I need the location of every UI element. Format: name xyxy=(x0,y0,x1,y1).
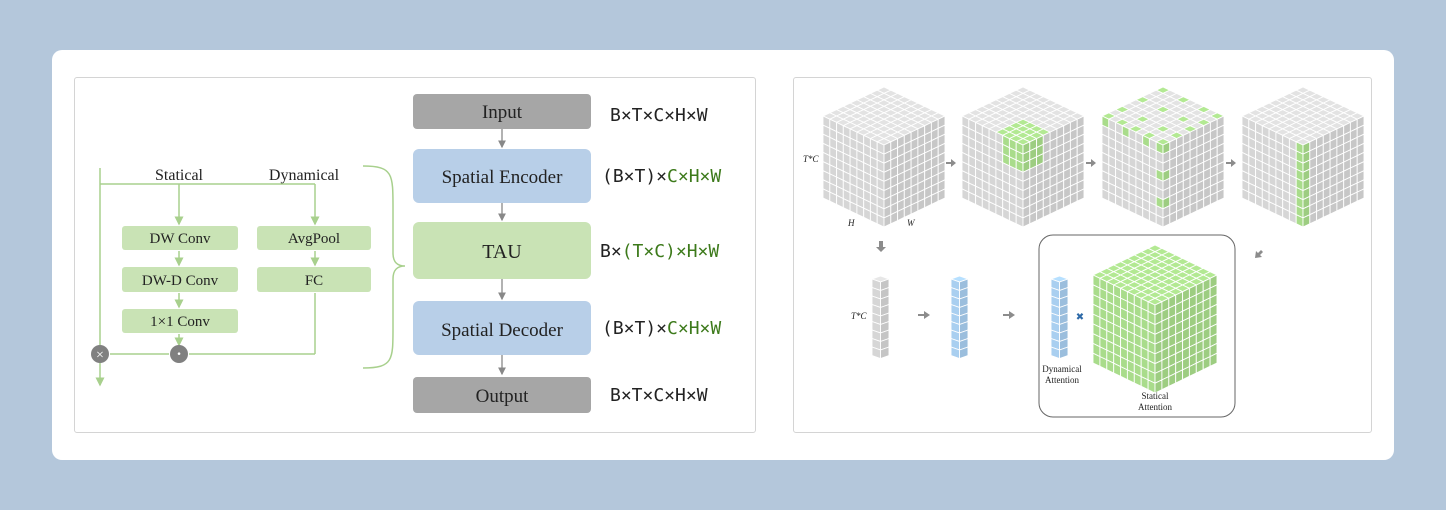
cube-arrows xyxy=(876,159,1263,319)
cube-cell xyxy=(1356,188,1365,202)
tau-label: TAU xyxy=(482,241,522,263)
decoder-shape-highlight: C×H×W xyxy=(667,318,721,339)
dynamical-attention-column xyxy=(1049,275,1070,360)
multiply-operator-symbol: × xyxy=(96,348,104,363)
pooled-column xyxy=(949,275,970,360)
multiply-operator-icon: × xyxy=(91,345,109,363)
architecture-diagram: Statical Dynamical DW Conv xyxy=(91,94,721,413)
cube-depth-label: T*C xyxy=(803,154,820,164)
output-block: Output xyxy=(413,377,591,413)
spatial-encoder-block: Spatial Encoder xyxy=(413,149,591,203)
output-shape: B×T×C×H×W xyxy=(610,385,708,406)
pointwise-cube xyxy=(1240,86,1366,228)
encoder-shape-highlight: C×H×W xyxy=(667,166,721,187)
figure-card: Statical Dynamical DW Conv xyxy=(52,50,1394,460)
cube-cell xyxy=(1209,352,1218,368)
dot-operator-icon: · xyxy=(170,345,188,363)
fc-label: FC xyxy=(305,273,323,289)
statical-attention-cube xyxy=(1091,244,1219,394)
column-cell xyxy=(880,346,890,360)
spatial-encoder-label: Spatial Encoder xyxy=(442,167,563,188)
input-label: Input xyxy=(482,102,523,123)
tau-shape: B×(T×C)×H×W xyxy=(600,241,719,262)
column-cell xyxy=(1059,346,1069,360)
right-arrow-icon xyxy=(1086,159,1096,167)
spatial-decoder-block: Spatial Decoder xyxy=(413,301,591,355)
encoder-shape: (B×T)×C×H×W xyxy=(602,166,721,187)
fc-block: FC xyxy=(257,267,371,292)
spatial-decoder-label: Spatial Decoder xyxy=(441,320,564,341)
conv-1x1-block: 1×1 Conv xyxy=(122,309,238,333)
encoder-shape-prefix: (B×T)× xyxy=(602,166,667,187)
cube-cell xyxy=(937,188,946,202)
tau-shape-prefix: B× xyxy=(600,241,622,262)
tau-brace xyxy=(362,165,406,369)
dw-d-conv-block: DW-D Conv xyxy=(122,267,238,292)
column-label: T*C xyxy=(851,311,868,321)
attention-frame xyxy=(1038,234,1236,418)
decoder-shape: (B×T)×C×H×W xyxy=(602,318,721,339)
cube-cell xyxy=(1076,188,1085,202)
cube-height-label: H xyxy=(847,218,855,228)
statical-branch-label: Statical xyxy=(155,167,204,184)
dw-conv-label: DW Conv xyxy=(150,231,211,247)
input-block: Input xyxy=(413,94,591,129)
conv-1x1-label: 1×1 Conv xyxy=(150,314,210,330)
diagonal-arrow-icon xyxy=(1255,250,1263,258)
input-shape: B×T×C×H×W xyxy=(610,105,708,126)
dot-operator-symbol: · xyxy=(176,346,181,363)
dw-conv-block: DW Conv xyxy=(122,226,238,250)
tau-block: TAU xyxy=(413,222,591,279)
dynamical-branch-label: Dynamical xyxy=(269,167,340,184)
dw-d-conv-label: DW-D Conv xyxy=(142,273,219,289)
cube-width-label: W xyxy=(907,218,916,228)
right-arrow-icon xyxy=(946,159,956,167)
column-cell xyxy=(959,346,969,360)
grey-column xyxy=(870,275,891,360)
right-arrow-icon xyxy=(1226,159,1236,167)
avgpool-block: AvgPool xyxy=(257,226,371,250)
cube-cell xyxy=(1216,188,1225,202)
avgpool-label: AvgPool xyxy=(288,231,340,247)
right-arrow-icon xyxy=(1003,311,1015,319)
depthwise-cube xyxy=(960,86,1086,228)
tau-shape-highlight: (T×C)×H×W xyxy=(622,241,720,262)
input-cube xyxy=(821,86,947,228)
dilated-cube xyxy=(1100,86,1226,228)
output-label: Output xyxy=(476,386,530,407)
decoder-shape-prefix: (B×T)× xyxy=(602,318,667,339)
down-arrow-icon xyxy=(876,241,886,252)
multiply-icon: ✖ xyxy=(1076,312,1084,323)
right-arrow-icon xyxy=(918,311,930,319)
architecture-panel: Statical Dynamical DW Conv xyxy=(74,77,756,433)
